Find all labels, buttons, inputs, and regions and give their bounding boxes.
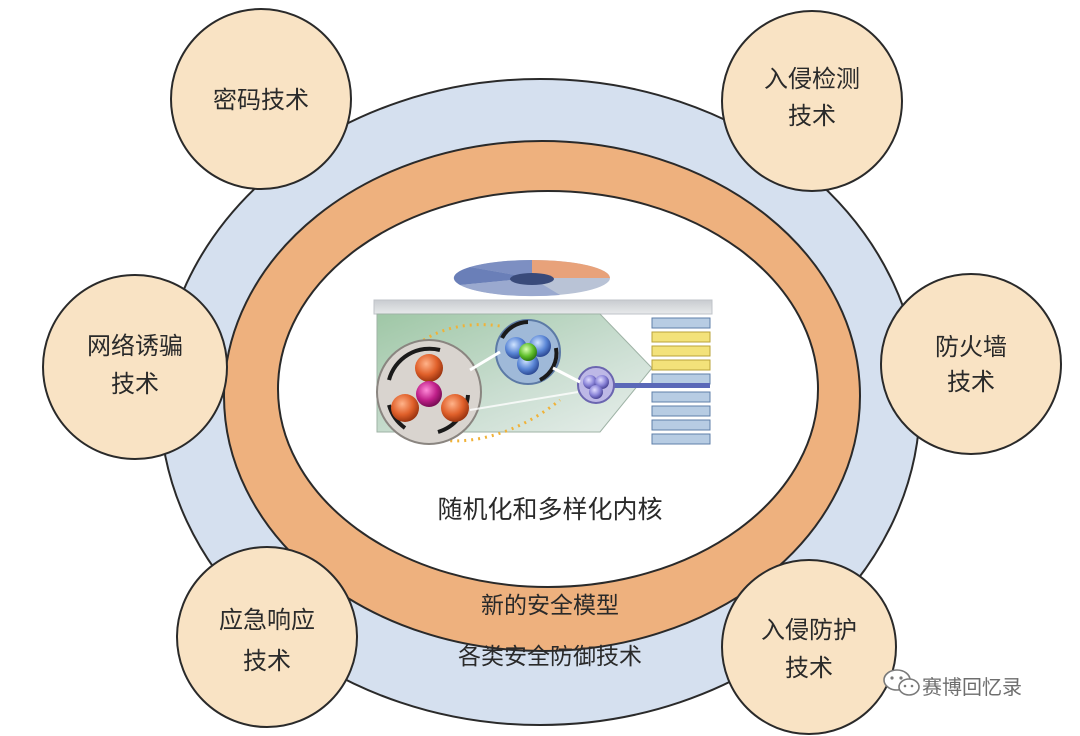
satellite-intrusion-detection: 入侵检测 技术 (721, 10, 903, 192)
pie-dial-graphic (453, 259, 610, 297)
satellite-intrusion-detection-line2: 技术 (788, 102, 836, 130)
satellite-deception-line1: 网络诱骗 (87, 332, 183, 360)
satellite-firewall-line2: 技术 (947, 368, 995, 396)
inner-ring-label: 新的安全模型 (481, 593, 619, 619)
satellite-deception-line2: 技术 (111, 370, 159, 398)
satellite-emergency-response-line1: 应急响应 (219, 606, 315, 634)
outer-ring-label: 各类安全防御技术 (458, 644, 642, 670)
satellite-intrusion-prevention: 入侵防护 技术 (721, 559, 897, 735)
satellite-firewall-line1: 防火墙 (935, 333, 1007, 361)
watermark-text: 赛博回忆录 (922, 675, 1022, 699)
satellite-deception: 网络诱骗 技术 (42, 274, 228, 460)
satellite-intrusion-detection-line1: 入侵检测 (764, 65, 860, 93)
watermark: 赛博回忆录 (883, 669, 1022, 699)
satellite-emergency-response: 应急响应 技术 (176, 546, 358, 728)
list-bars-graphic (610, 317, 711, 445)
left-sphere-cluster (376, 339, 482, 445)
satellite-emergency-response-line2: 技术 (243, 647, 291, 675)
core-label: 随机化和多样化内核 (437, 495, 662, 524)
wechat-icon (883, 669, 920, 696)
core-illustration (373, 259, 713, 445)
satellite-crypto-label: 密码技术 (213, 86, 309, 114)
satellite-intrusion-prevention-line1: 入侵防护 (761, 616, 857, 644)
small-sphere-cluster (577, 366, 615, 404)
satellite-crypto: 密码技术 (170, 8, 352, 190)
middle-sphere-cluster (495, 319, 561, 385)
satellite-firewall: 防火墙 技术 (880, 273, 1062, 455)
satellite-intrusion-prevention-line2: 技术 (785, 654, 833, 682)
